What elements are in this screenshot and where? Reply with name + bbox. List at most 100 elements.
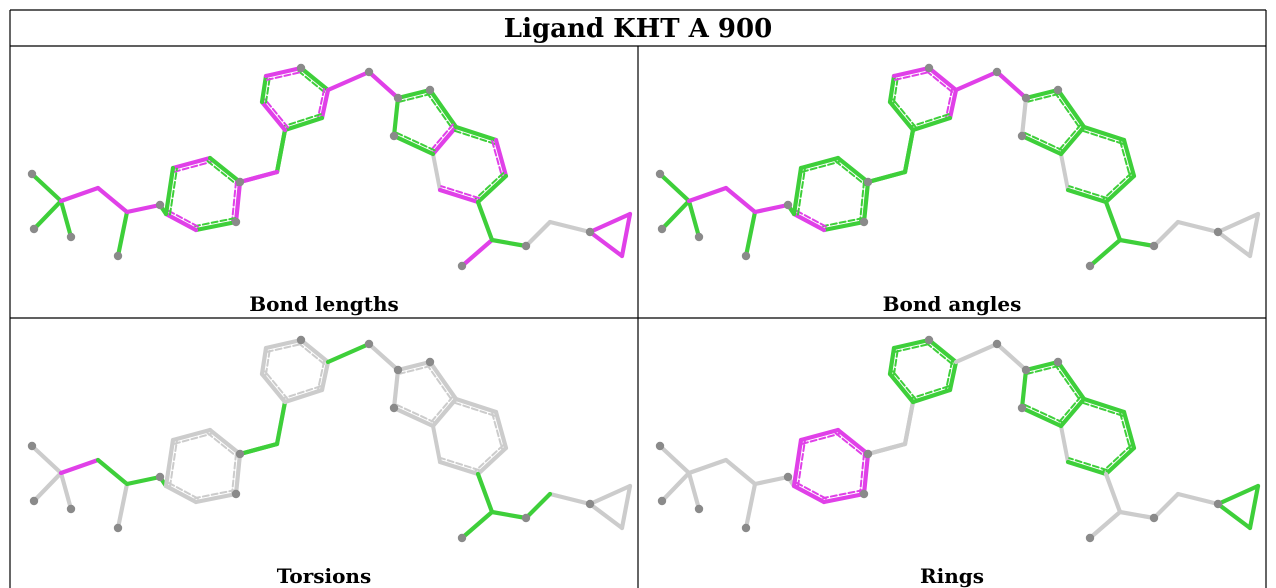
bond-o2 [994, 341, 1029, 373]
bond-f4-aromatic [1022, 403, 1064, 424]
bond-c5-aromatic [166, 209, 199, 228]
bond-c2-aromatic [206, 160, 239, 187]
bond-d3-aromatic [910, 385, 950, 400]
atom-kcp [1213, 227, 1223, 237]
bond-c4 [821, 491, 867, 505]
bond-c6 [791, 165, 804, 217]
bond-g1-aromatic [1081, 401, 1124, 417]
bond-c6-aromatic [168, 167, 178, 216]
bond-b1 [29, 171, 64, 204]
bond-d1-aromatic [297, 70, 327, 95]
bond-g3 [1103, 445, 1137, 477]
bond-c1-aromatic [801, 432, 841, 445]
bond-c5-aromatic [794, 209, 827, 228]
bond-c3 [233, 179, 243, 225]
bond-d5-aromatic [264, 75, 271, 104]
bond-b1 [657, 443, 692, 476]
bond-d6 [263, 65, 304, 79]
bond-c1 [798, 427, 841, 443]
bond-c3 [233, 451, 243, 497]
atom-ox [992, 339, 1002, 349]
bond-k2 [1087, 509, 1123, 541]
bond-d5 [259, 73, 269, 105]
bond-b4 [686, 185, 729, 204]
bond-ch2 [237, 441, 280, 457]
bond-k1 [1103, 471, 1123, 515]
bond-f3-aromatic [1056, 123, 1082, 153]
bond-d2-aromatic [945, 360, 954, 391]
bond-g2 [1121, 409, 1137, 451]
bond-b5 [723, 185, 758, 215]
bond-k3 [1117, 509, 1157, 521]
bond-k4 [523, 491, 553, 521]
atom-m1 [27, 169, 37, 179]
bond-f4 [1019, 133, 1064, 157]
bond-extra [1176, 492, 1220, 506]
atom-f2 [1053, 85, 1063, 95]
bond-b3 [58, 470, 74, 512]
bond-c2 [207, 427, 243, 457]
bond-c3-aromatic [231, 452, 238, 495]
bond-g2-aromatic [491, 412, 504, 451]
bond-d4-aromatic [264, 370, 290, 401]
atom-km [457, 261, 467, 271]
bond-f1-aromatic [1025, 92, 1060, 103]
bond-f4 [1019, 405, 1064, 429]
bond-f1-aromatic [397, 92, 432, 103]
bond-d4 [259, 371, 288, 405]
bond-g2 [493, 409, 509, 451]
bond-c3 [861, 179, 871, 225]
bond-g4-aromatic [440, 185, 481, 200]
bond-ch1 [274, 399, 288, 447]
bond-d6-aromatic [893, 70, 931, 81]
bond-f3-aromatic [1056, 395, 1082, 425]
bond-c1 [798, 155, 841, 171]
bond-cp1 [587, 483, 633, 507]
bond-c5-aromatic [794, 481, 827, 500]
bond-d3 [282, 387, 325, 405]
atom-f2 [1053, 357, 1063, 367]
bond-c6 [163, 437, 176, 489]
bond-o2 [366, 69, 401, 101]
bond-c6 [791, 437, 804, 489]
bond-c5-aromatic [166, 481, 199, 500]
bond-extra [1176, 220, 1220, 234]
bond-d2-aromatic [317, 360, 326, 391]
bond-f4 [391, 405, 436, 429]
atom-kn [521, 513, 531, 523]
bond-d5-aromatic [264, 347, 271, 376]
bond-b7 [752, 474, 791, 487]
bond-c1-aromatic [173, 432, 213, 445]
caption-torsions: Torsions [277, 564, 371, 588]
bond-d2 [947, 87, 959, 121]
atom-m1 [655, 441, 665, 451]
bond-d1 [298, 337, 331, 365]
bond-g1 [453, 396, 499, 415]
bond-f2-aromatic [1053, 363, 1082, 403]
bond-d3 [910, 115, 953, 133]
bond-c2 [835, 427, 871, 457]
bond-d3-aromatic [910, 113, 950, 128]
bond-g3-aromatic [1102, 172, 1133, 201]
bond-b1 [657, 171, 692, 204]
bond-extra [431, 424, 442, 464]
bond-b3 [686, 198, 702, 240]
bond-f1 [1023, 87, 1061, 101]
bond-c2-aromatic [834, 432, 867, 459]
bond-d4 [887, 371, 916, 405]
panel-bond-lengths [27, 63, 633, 271]
bond-d6 [263, 337, 304, 351]
bond-f5 [391, 95, 401, 139]
atom-kcp [585, 499, 595, 509]
bond-k3 [489, 509, 529, 521]
bond-c4-aromatic [822, 217, 865, 228]
bond-f5 [391, 367, 401, 411]
bond-d5 [887, 345, 897, 377]
bond-f4-aromatic [1022, 131, 1064, 152]
bond-g2-aromatic [1119, 140, 1132, 179]
bond-ch2 [237, 169, 280, 185]
bond-f3-aromatic [428, 395, 454, 425]
bond-b3 [58, 198, 74, 240]
atom-m2 [657, 496, 667, 506]
